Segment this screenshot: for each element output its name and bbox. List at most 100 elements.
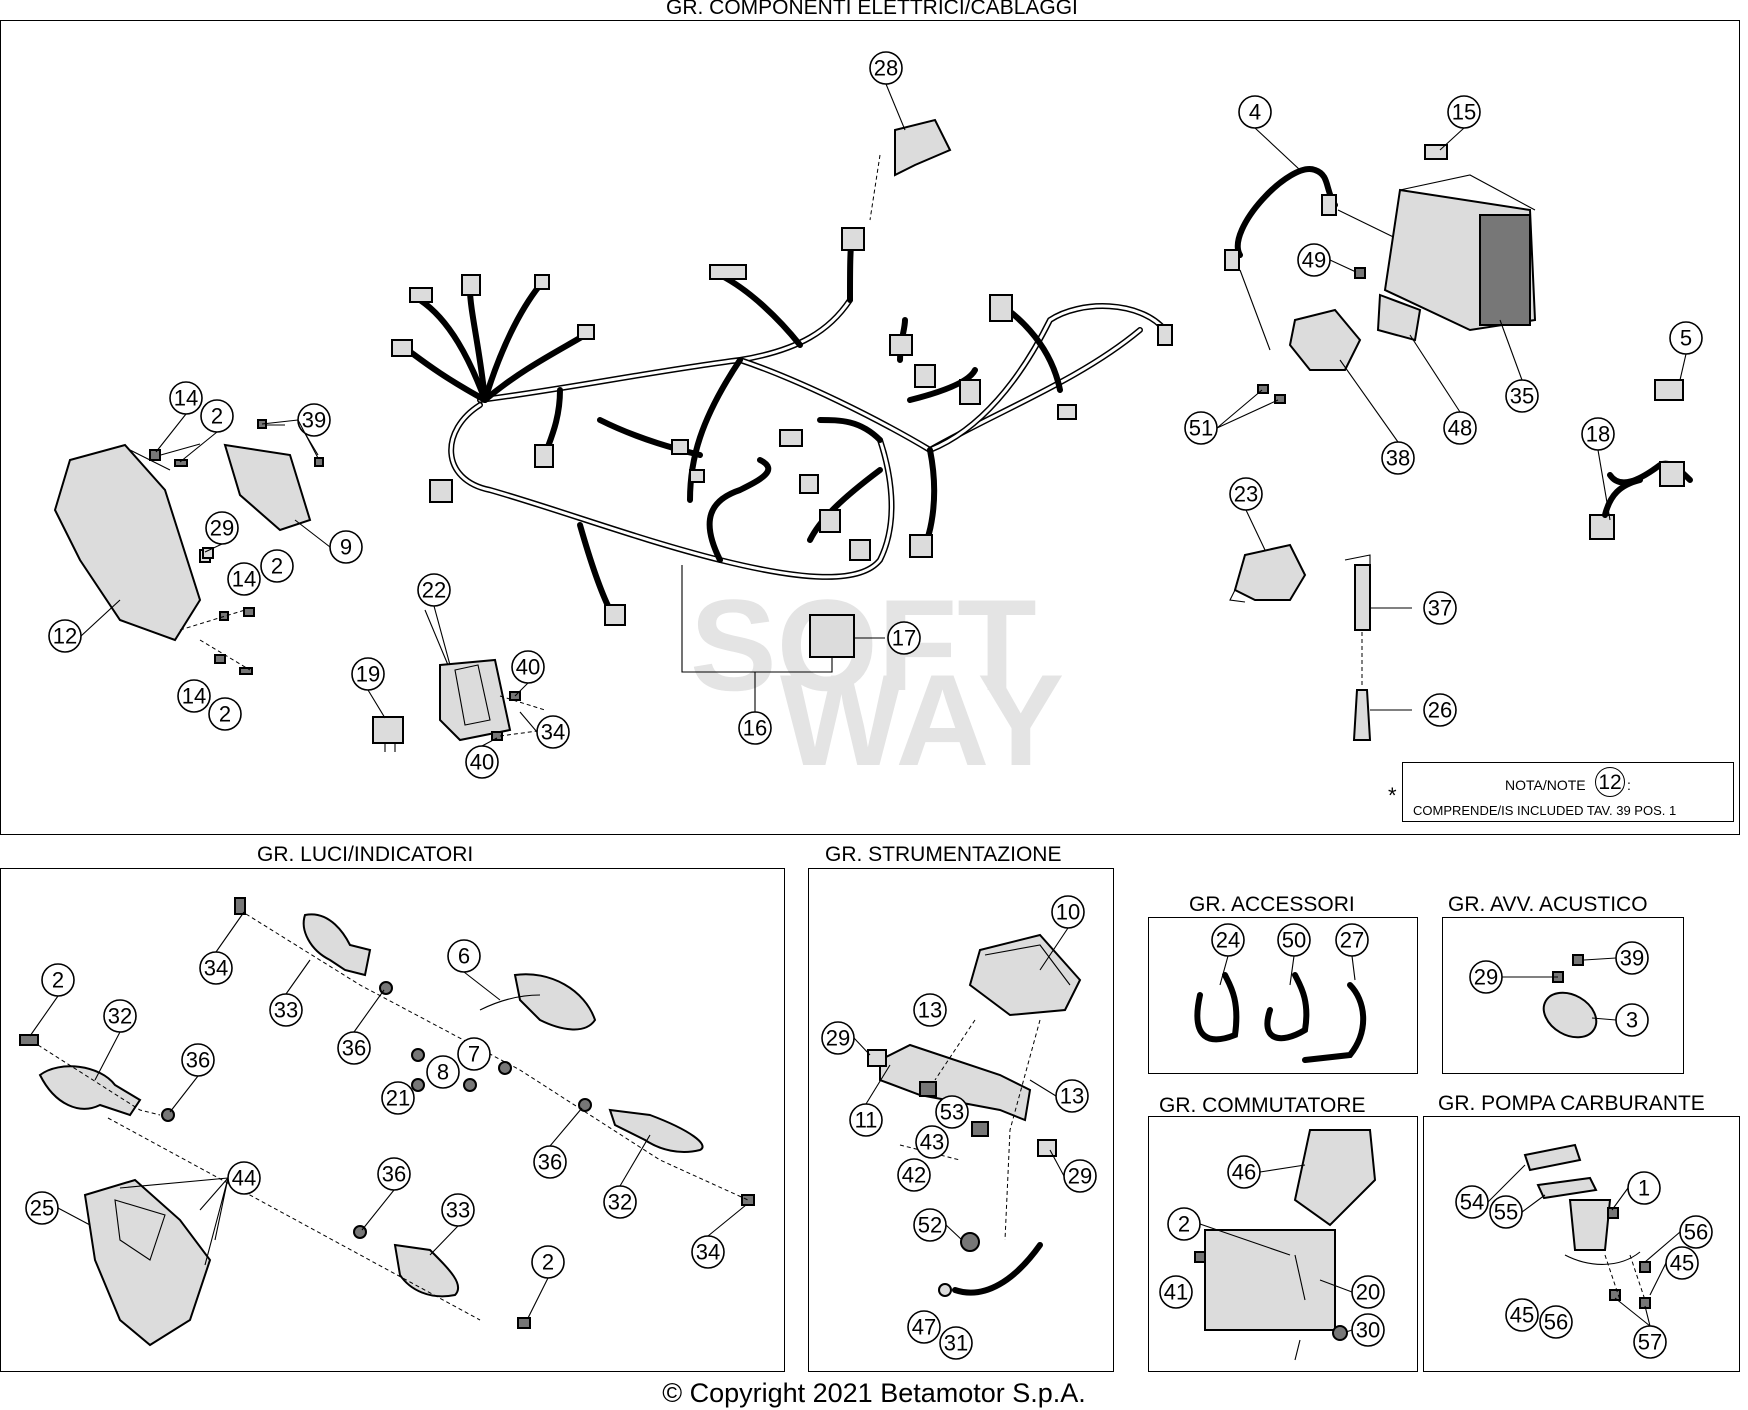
electrical-panel: [0, 20, 1740, 835]
battery-cable-4: [1234, 166, 1338, 258]
svg-text:20: 20: [1356, 1280, 1380, 1305]
svg-text:29: 29: [1474, 965, 1498, 990]
svg-text:36: 36: [186, 1048, 210, 1073]
callout-43: 43: [915, 1125, 949, 1159]
callout-29: 29: [821, 1021, 855, 1055]
callout-2: 2: [531, 1245, 565, 1279]
callout-2: 2: [260, 549, 294, 583]
callout-33: 33: [441, 1193, 475, 1227]
svg-text:24: 24: [1216, 928, 1240, 953]
electrical-title: GR. COMPONENTI ELETTRICI/CABLAGGI: [666, 0, 1078, 19]
connector-48: [1376, 293, 1422, 342]
fuel-pump-1: [1568, 1199, 1612, 1251]
callout-2: 2: [200, 399, 234, 433]
callout-36: 36: [377, 1157, 411, 1191]
svg-text:2: 2: [542, 1250, 554, 1275]
callout-52: 52: [913, 1208, 947, 1242]
svg-text:40: 40: [470, 750, 494, 775]
svg-text:29: 29: [826, 1026, 850, 1051]
lights-title: GR. LUCI/INDICATORI: [257, 843, 474, 866]
fuel-pump-panel: [1423, 1116, 1740, 1372]
callout-24: 24: [1211, 923, 1245, 957]
callout-20: 20: [1351, 1275, 1385, 1309]
svg-text:33: 33: [274, 998, 298, 1023]
svg-text:56: 56: [1544, 1310, 1568, 1335]
callout-57: 57: [1633, 1325, 1667, 1359]
svg-text:53: 53: [940, 1100, 964, 1125]
svg-text:7: 7: [468, 1042, 480, 1067]
svg-text:10: 10: [1056, 900, 1080, 925]
svg-text:54: 54: [1460, 1190, 1484, 1215]
ecu-12: [53, 443, 202, 642]
fuel-pump-gasket-55: [1536, 1176, 1598, 1200]
callout-2: 2: [208, 697, 242, 731]
horn-panel: [1442, 917, 1684, 1074]
callout-56: 56: [1679, 1215, 1713, 1249]
callout-3: 3: [1615, 1003, 1649, 1037]
callout-51: 51: [1184, 411, 1218, 445]
switch-housing-20: [1204, 1229, 1336, 1331]
callout-26: 26: [1423, 693, 1457, 727]
callout-1: 1: [1627, 1171, 1661, 1205]
callout-47: 47: [907, 1310, 941, 1344]
bracket-28: [894, 118, 952, 177]
callout-29: 29: [1063, 1159, 1097, 1193]
svg-text:29: 29: [210, 516, 234, 541]
callout-53: 53: [935, 1095, 969, 1129]
strap-24: [1194, 972, 1240, 1043]
svg-text:48: 48: [1448, 416, 1472, 441]
svg-text:2: 2: [219, 702, 231, 727]
ignition-coil-23: [1233, 543, 1307, 601]
svg-text:11: 11: [855, 1108, 878, 1133]
svg-text:8: 8: [437, 1060, 449, 1085]
indicator-33-bottom: [393, 1243, 460, 1298]
lights-parts: [19, 897, 755, 1347]
lights-panel: [0, 868, 785, 1372]
indicator-32-left: [38, 1065, 142, 1117]
svg-text:4: 4: [1249, 100, 1261, 125]
fuse-5: [1654, 379, 1684, 401]
svg-text:35: 35: [1510, 384, 1534, 409]
svg-text:50: 50: [1282, 928, 1306, 953]
instrument-parts: [867, 933, 1082, 1297]
svg-text:34: 34: [696, 1240, 720, 1265]
callout-16: 16: [738, 711, 772, 745]
svg-text:12: 12: [53, 624, 77, 649]
callout-13: 13: [1055, 1079, 1089, 1113]
svg-text:38: 38: [1386, 446, 1410, 471]
callout-32: 32: [603, 1185, 637, 1219]
svg-text:29: 29: [1068, 1164, 1092, 1189]
svg-text:21: 21: [386, 1086, 410, 1111]
callout-38: 38: [1381, 441, 1415, 475]
callout-10: 10: [1051, 895, 1085, 929]
callout-35: 35: [1505, 379, 1539, 413]
svg-text:34: 34: [204, 956, 228, 981]
svg-text:18: 18: [1586, 422, 1610, 447]
wiring-harness: [391, 227, 1173, 626]
watermark-way: WAY: [780, 647, 1064, 793]
svg-text:39: 39: [302, 408, 326, 433]
fuel-pump-54: [1523, 1143, 1582, 1172]
callout-42: 42: [897, 1158, 931, 1192]
svg-text:49: 49: [1302, 248, 1326, 273]
callout-25: 25: [25, 1191, 59, 1225]
callout-37: 37: [1423, 591, 1457, 625]
callout-2: 2: [41, 963, 75, 997]
svg-text:51: 51: [1189, 416, 1213, 441]
callout-14: 14: [227, 562, 261, 596]
svg-text:2: 2: [1178, 1212, 1190, 1237]
switch-title: GR. COMMUTATORE: [1159, 1094, 1366, 1117]
callout-49: 49: [1297, 243, 1331, 277]
indicator-33-top: [302, 913, 372, 977]
svg-text:14: 14: [232, 567, 256, 592]
svg-text:45: 45: [1670, 1251, 1694, 1276]
svg-text:6: 6: [458, 944, 470, 969]
callouts: 28 4 15 49 35 48 38 51 5 18 23 37 26 14 …: [25, 51, 1713, 1360]
accessories-panel: [1148, 917, 1418, 1074]
svg-text:14: 14: [182, 684, 206, 709]
bracket-9: [223, 443, 312, 532]
callout-6: 6: [447, 939, 481, 973]
callout-48: 48: [1443, 411, 1477, 445]
note-suffix: :: [1627, 777, 1631, 793]
